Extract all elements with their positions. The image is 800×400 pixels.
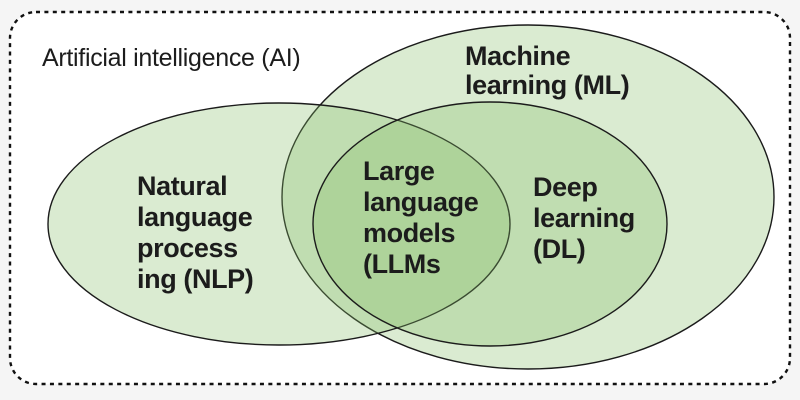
dl-ellipse [312, 101, 668, 347]
dl-label: Deep learning (DL) [533, 172, 642, 264]
ml-label-line: Machine [465, 41, 571, 71]
nlp-ellipse [47, 102, 511, 346]
ml-ellipse [281, 24, 775, 370]
ml-label-line: learning (ML) [465, 70, 629, 100]
ai-boundary-box [8, 10, 792, 386]
dl-label-line: (DL) [533, 234, 585, 264]
nlp-label: Natural language process ing (NLP) [137, 171, 259, 294]
nlp-label-line: language [137, 202, 253, 232]
llm-label-line: models [363, 218, 455, 248]
ai-label: Artificial intelligence (AI) [42, 44, 300, 72]
nlp-label-line: Natural [137, 171, 227, 201]
dl-label-line: learning [533, 203, 635, 233]
dl-label-line: Deep [533, 172, 597, 202]
nlp-label-line: process [137, 233, 238, 263]
nlp-label-line: ing (NLP) [137, 264, 253, 294]
llm-label-line: language [363, 187, 479, 217]
llm-label-line: Large [363, 156, 435, 186]
ml-label: Machine learning (ML) [465, 41, 629, 100]
llm-label-line: (LLMs [363, 249, 440, 279]
llm-label: Large language models (LLMs [363, 156, 485, 279]
